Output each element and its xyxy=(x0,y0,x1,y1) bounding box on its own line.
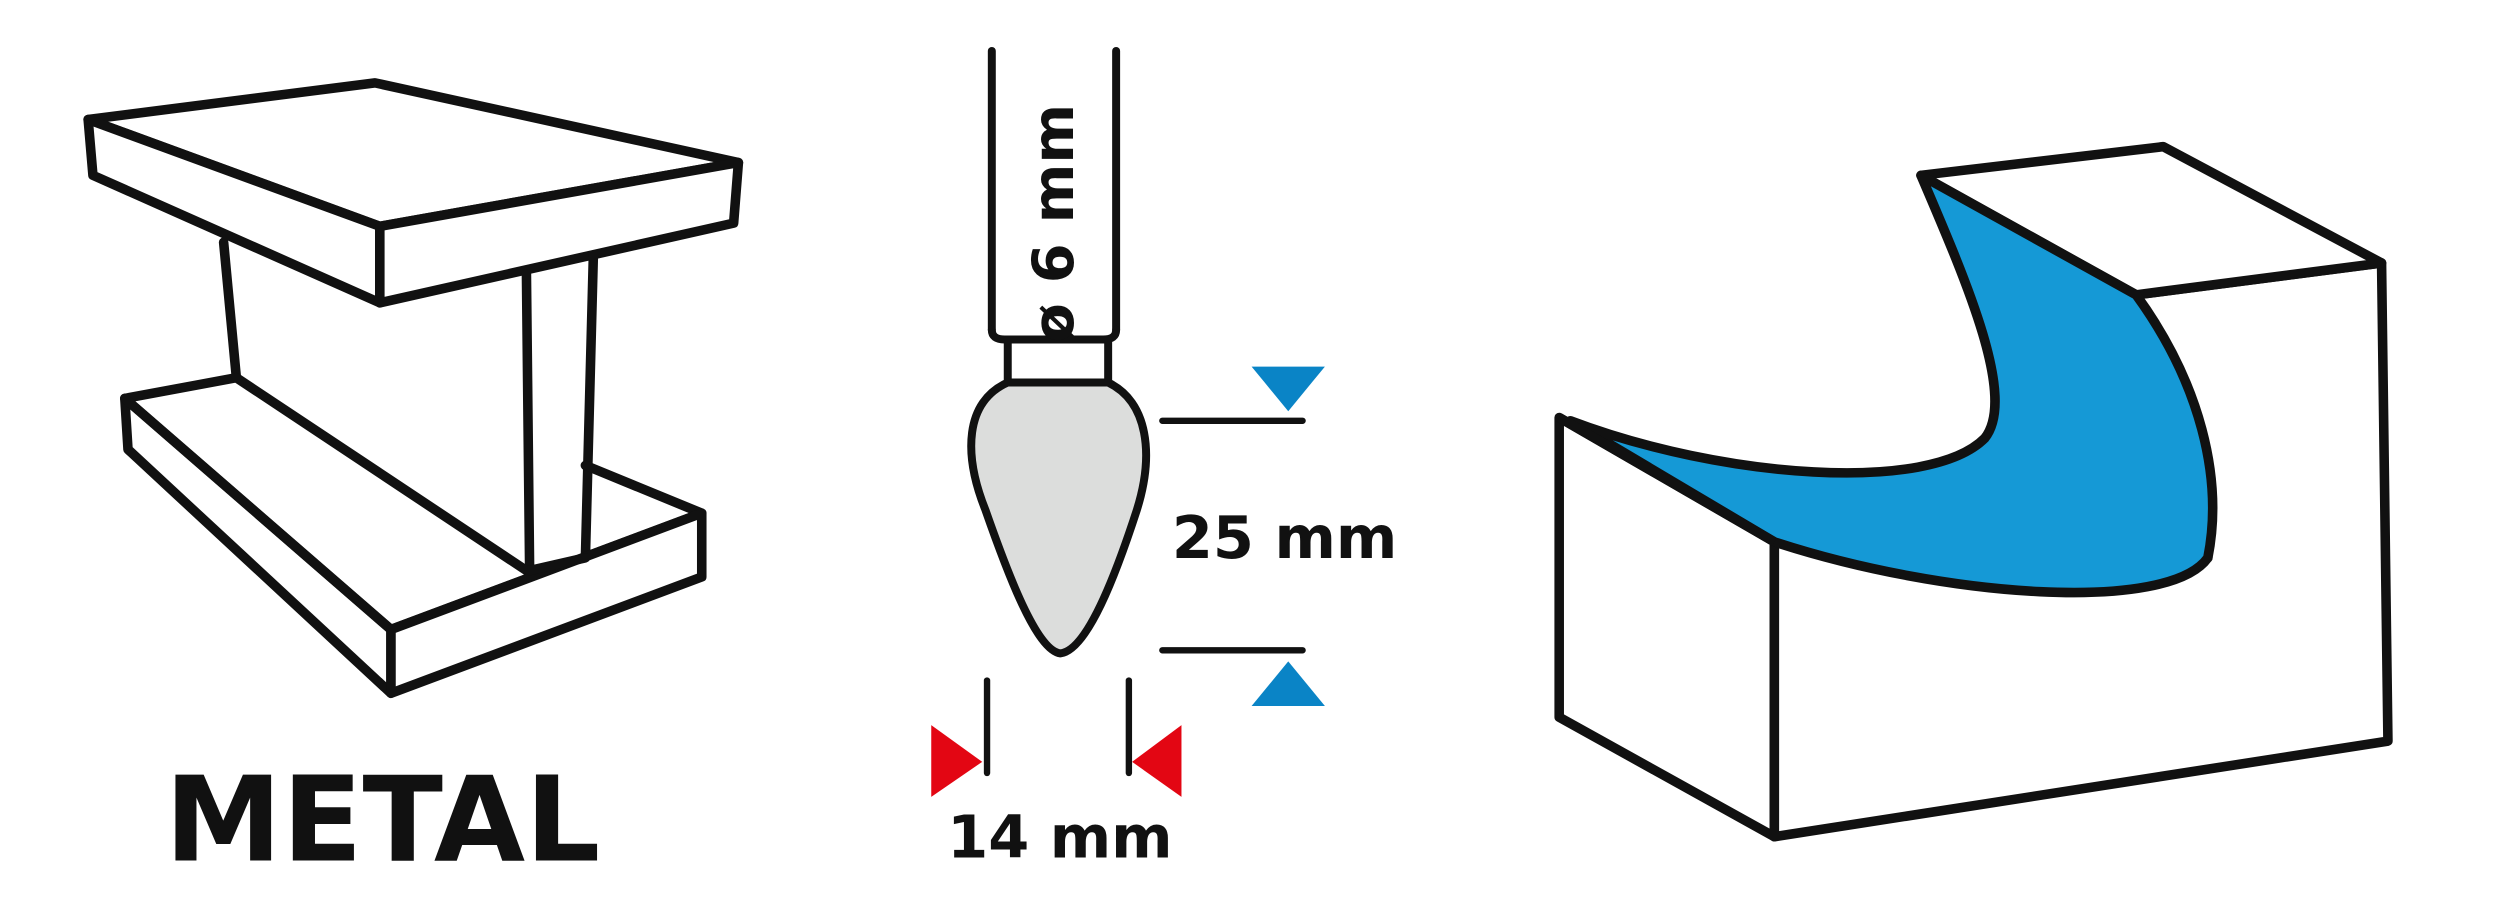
material-label: METAL xyxy=(165,752,601,889)
head-diameter-label: 14 mm xyxy=(947,802,1172,871)
length-dimension xyxy=(1159,366,1325,707)
arrow-down-icon xyxy=(1251,366,1325,412)
width-dimension xyxy=(931,677,1182,797)
grinding-stone-icon xyxy=(967,47,1150,658)
arrow-up-icon xyxy=(1251,661,1325,707)
head-length-label: 25 mm xyxy=(1172,503,1397,572)
shank-diameter-label: ø 6 mm xyxy=(1020,104,1087,343)
i-beam-icon xyxy=(83,78,744,699)
arrow-right-icon xyxy=(931,725,983,797)
arrow-left-icon xyxy=(1132,725,1182,797)
workpiece-groove-icon xyxy=(1554,141,2393,842)
